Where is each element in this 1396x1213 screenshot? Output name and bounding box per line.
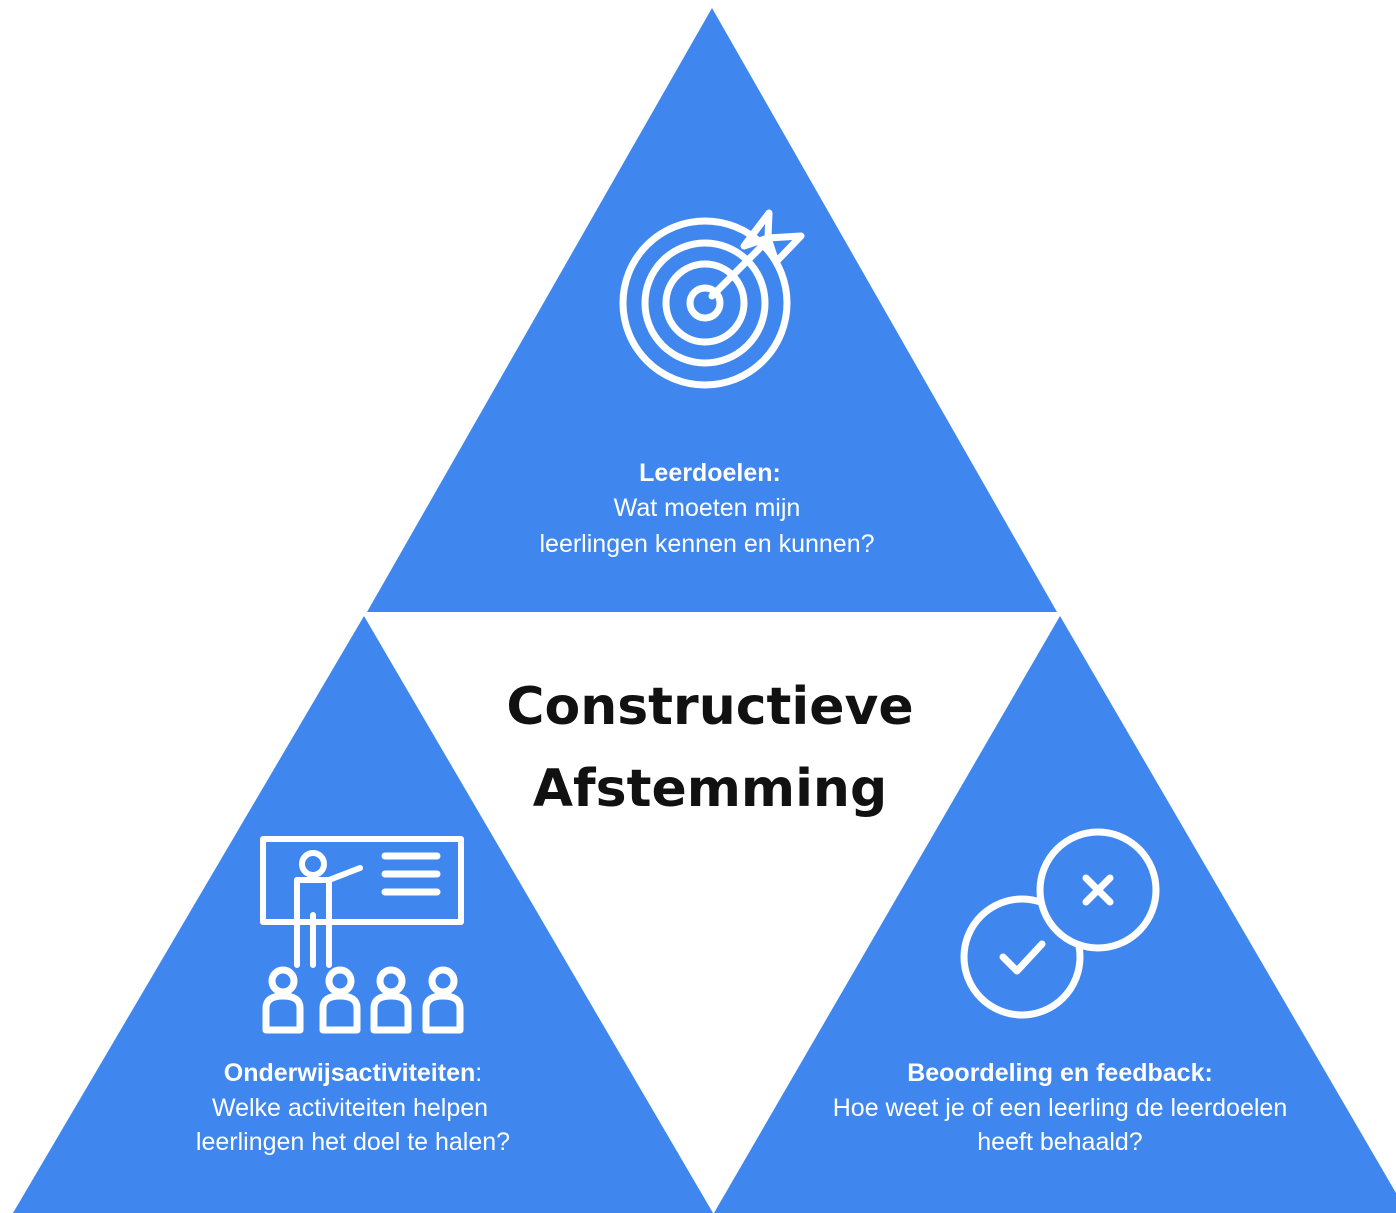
right-question-line1: Hoe weet je of een leerling de leerdoele… <box>833 1094 1287 1122</box>
teacher-presentation-icon <box>260 836 464 1034</box>
right-question-line2: heeft behaald? <box>977 1128 1142 1156</box>
center-title-group: Constructieve Afstemming <box>506 677 913 819</box>
top-question-line2: leerlingen kennen en kunnen? <box>540 530 875 558</box>
left-question-line1: Welke activiteiten helpen <box>212 1094 488 1122</box>
left-triangle <box>13 616 713 1213</box>
top-heading: Leerdoelen: <box>639 459 781 487</box>
top-triangle <box>367 8 1057 612</box>
left-heading-line: Onderwijsactiviteiten: <box>224 1059 482 1087</box>
center-title-line2: Afstemming <box>533 759 887 819</box>
left-question-line2: leerlingen het doel te halen? <box>196 1128 510 1156</box>
top-question-line1: Wat moeten mijn <box>614 494 801 522</box>
right-heading: Beoordeling en feedback: <box>907 1059 1213 1087</box>
left-heading-suffix: : <box>475 1059 482 1087</box>
left-triangle-group: Onderwijsactiviteiten: Welke activiteite… <box>13 616 713 1213</box>
target-icon <box>619 209 805 389</box>
left-heading: Onderwijsactiviteiten <box>224 1059 475 1087</box>
right-triangle-group: Beoordeling en feedback: Hoe weet je of … <box>714 616 1396 1213</box>
check-cross-icon <box>960 828 1160 1019</box>
top-triangle-group: Leerdoelen: Wat moeten mijn leerlingen k… <box>367 8 1057 612</box>
center-title-line1: Constructieve <box>506 677 913 737</box>
